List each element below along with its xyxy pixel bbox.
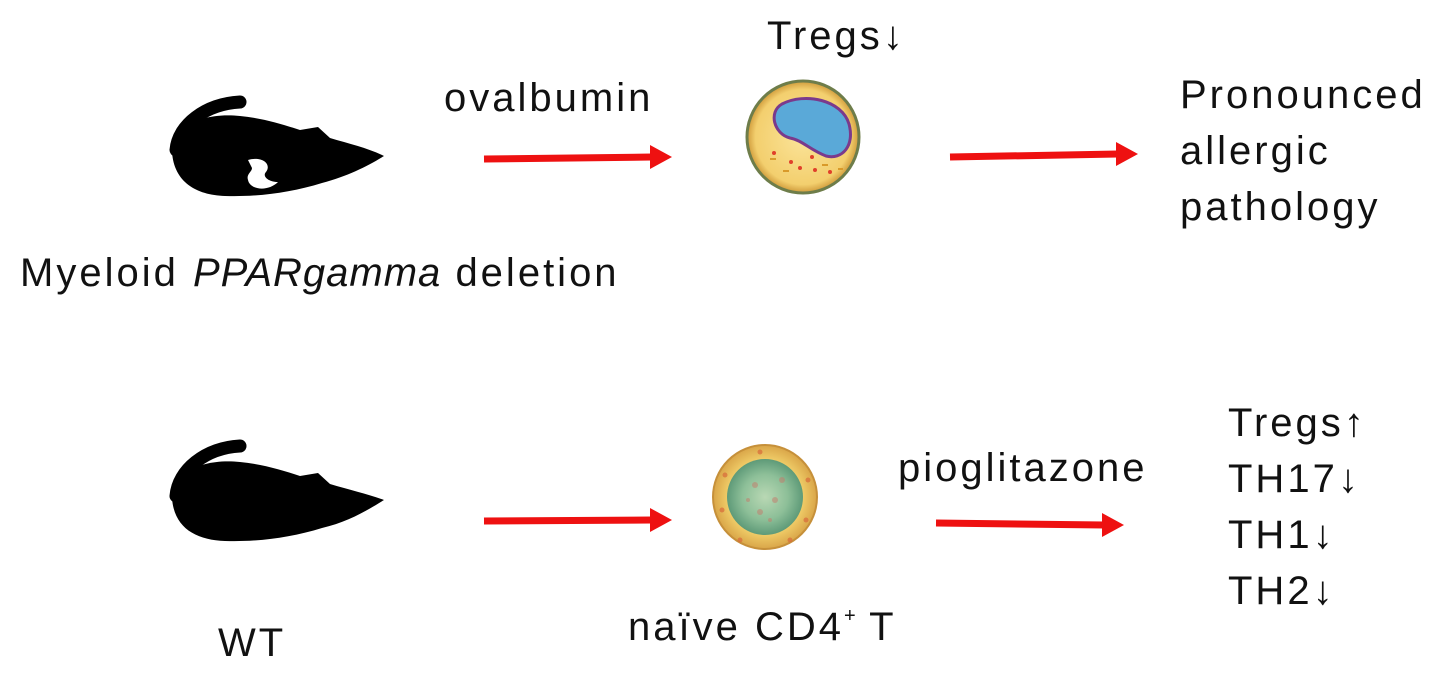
outcome-list: Tregs↑ TH17↓ TH1↓ TH2↓ [1228,395,1367,619]
outcome-pathology: Pronounced allergic pathology [1180,67,1426,235]
outcome-th17: TH17↓ [1228,457,1361,501]
naive-cd4-text: naïve CD4 [628,605,844,649]
ovalbumin-label: ovalbumin [444,76,654,120]
pioglitazone-label: pioglitazone [898,446,1148,490]
outcome-line-1: Pronounced [1180,73,1426,117]
outcome-line-2: allergic [1180,129,1331,173]
wt-label: WT [218,621,287,665]
treg-cell-icon [745,79,861,195]
arrow-top-2 [949,142,1138,166]
cd4-superscript: + [843,605,856,627]
naive-cd4-label: naïve CD4+ T [628,606,897,647]
ppargamma-gene: PPARgamma [192,251,442,295]
deletion-word: deletion [455,251,620,295]
arrow-bottom-1 [483,508,672,532]
arrow-bottom-2 [935,513,1124,537]
mouse-icon-wt [169,439,384,542]
t-cell-letter: T [869,605,897,649]
outcome-tregs: Tregs↑ [1228,401,1367,445]
outcome-line-3: pathology [1180,185,1381,229]
outcome-th1: TH1↓ [1228,513,1336,557]
mouse-icon-myeloid [169,95,384,197]
arrow-top-1 [483,145,672,169]
naive-cd4-t-cell-icon [712,444,818,550]
outcome-th2: TH2↓ [1228,569,1336,613]
treg-decrease-label: Tregs↓ [767,14,906,58]
myeloid-deletion-label: Myeloid PPARgamma deletion [20,253,620,293]
myeloid-word: Myeloid [20,251,179,295]
